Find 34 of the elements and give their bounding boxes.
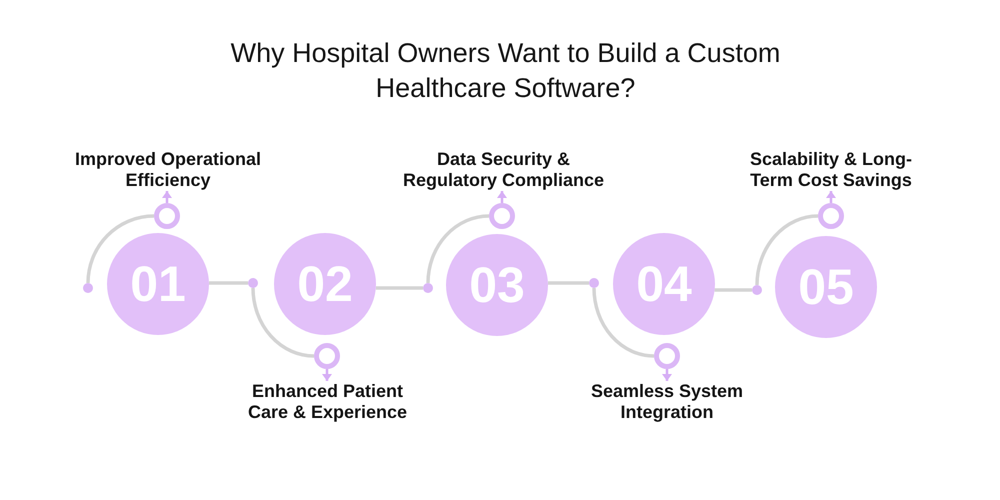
step-number: 04 [636, 259, 692, 309]
pointer-arrow [662, 369, 672, 381]
junction-dot [83, 283, 93, 293]
ring-marker [654, 343, 680, 369]
connector-line [548, 281, 589, 285]
step-heading: Seamless System Integration [590, 381, 744, 423]
pointer-arrow [162, 191, 172, 203]
connector-line [592, 288, 654, 358]
step-heading: Enhanced Patient Care & Experience [247, 381, 408, 423]
junction-dot [752, 285, 762, 295]
step-number: 05 [798, 262, 854, 312]
pointer-arrow [322, 369, 332, 381]
step-heading: Scalability & Long-Term Cost Savings [749, 149, 913, 191]
connector-line [714, 288, 752, 292]
junction-dot [423, 283, 433, 293]
step-number: 02 [297, 259, 353, 309]
junction-dot [589, 278, 599, 288]
ring-marker [154, 203, 180, 229]
step-heading: Data Security & Regulatory Compliance [402, 149, 605, 191]
ring-marker [314, 343, 340, 369]
connector-line [376, 286, 423, 290]
pointer-arrow [826, 191, 836, 203]
connector-line [755, 214, 818, 286]
ring-marker [818, 203, 844, 229]
step-number: 01 [130, 259, 186, 309]
ring-marker [489, 203, 515, 229]
pointer-arrow [497, 191, 507, 203]
connector-line [251, 288, 314, 358]
step-heading: Improved Operational Efficiency [74, 149, 262, 191]
connector-line [86, 214, 154, 284]
junction-dot [248, 278, 258, 288]
diagram-title: Why Hospital Owners Want to Build a Custom Healthcare Software? [230, 37, 781, 105]
connector-line [209, 281, 248, 285]
step-number: 03 [469, 260, 525, 310]
